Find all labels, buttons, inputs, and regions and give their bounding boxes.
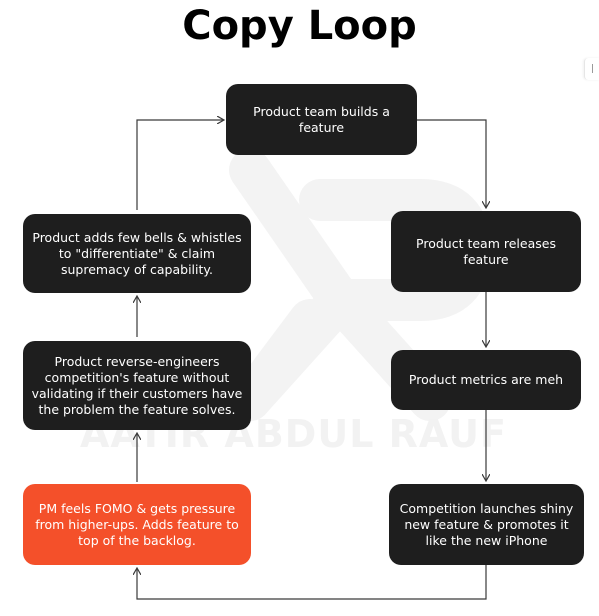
node-pm-fomo-label: PM feels FOMO & gets pressure from highe… — [35, 500, 239, 548]
node-reverse-engineers-label: Product reverse-engineers competition's … — [31, 353, 243, 417]
node-bells-whistles-label: Product adds few bells & whistles to "di… — [32, 229, 242, 277]
node-builds-feature-label: Product team builds a feature — [253, 103, 390, 135]
node-pm-fomo: PM feels FOMO & gets pressure from highe… — [23, 484, 251, 565]
node-metrics-meh: Product metrics are meh — [391, 350, 581, 410]
node-releases-feature: Product team releases feature — [391, 211, 581, 292]
node-competition-launches-label: Competition launches shiny new feature &… — [399, 500, 574, 548]
side-panel-handle[interactable] — [584, 58, 599, 80]
diagram-title: Copy Loop — [182, 3, 417, 49]
node-releases-feature-label: Product team releases feature — [416, 235, 556, 267]
node-metrics-meh-label: Product metrics are meh — [408, 372, 564, 387]
node-reverse-engineers: Product reverse-engineers competition's … — [23, 341, 251, 430]
node-bells-whistles: Product adds few bells & whistles to "di… — [23, 214, 251, 293]
node-competition-launches: Competition launches shiny new feature &… — [389, 484, 584, 565]
arrow-competition-to-fomo — [137, 565, 487, 600]
arrow-builds-to-releases — [417, 119, 486, 207]
node-builds-feature: Product team builds a feature — [226, 84, 417, 155]
arrow-bells-to-builds — [136, 120, 223, 210]
